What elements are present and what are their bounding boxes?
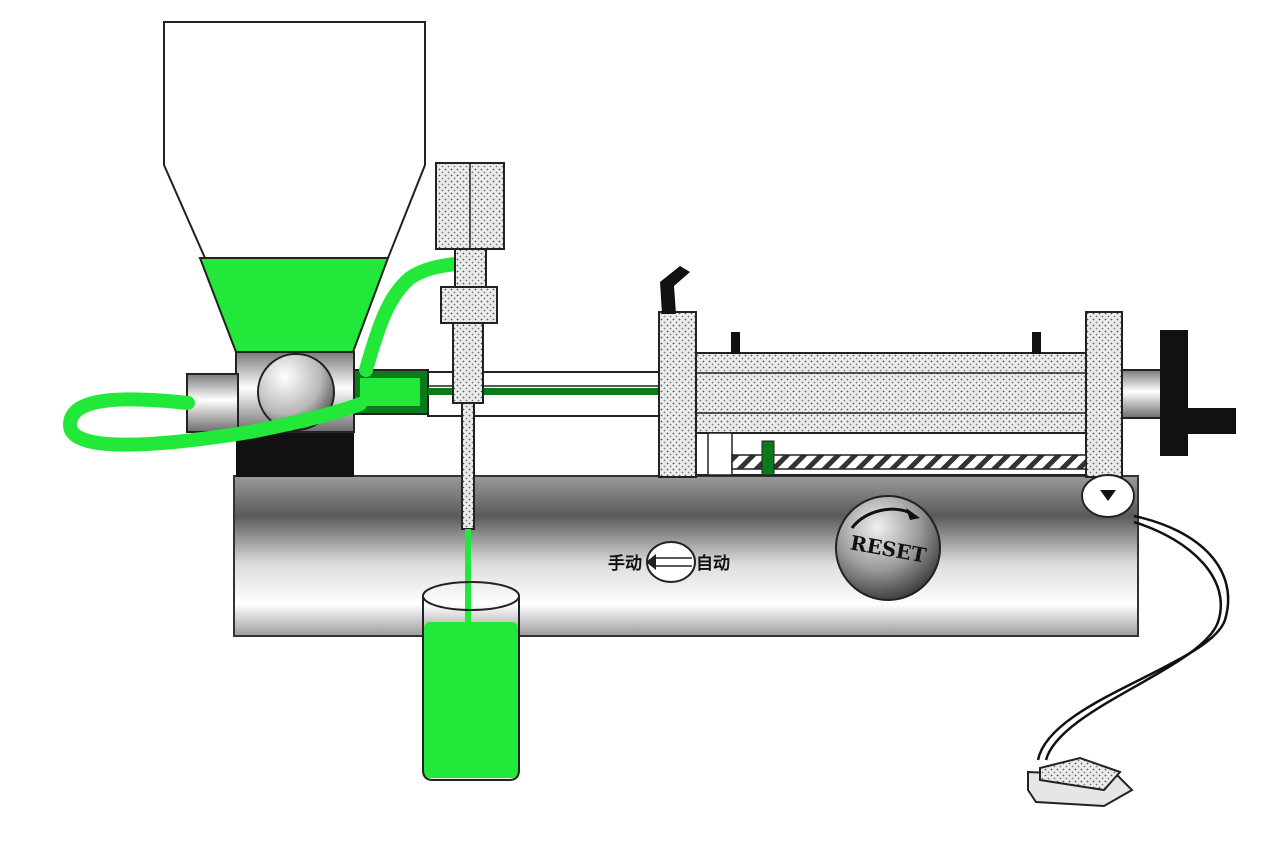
label-manual: 手动 (608, 553, 642, 574)
liquid-stream (465, 529, 471, 629)
hopper-liquid (200, 258, 388, 352)
stroke-indicator (761, 440, 775, 476)
mode-switch[interactable]: 手动 自动 (608, 541, 730, 583)
foot-switch-cable (1036, 514, 1230, 761)
valve-base (236, 431, 354, 477)
cup-liquid (424, 622, 518, 778)
reset-arrow-icon (850, 507, 913, 529)
foot-pedal[interactable] (1027, 756, 1134, 808)
piston-cylinder (658, 266, 1123, 478)
rear-plate (1085, 311, 1123, 478)
handwheel (1121, 330, 1236, 456)
filling-nozzle (435, 162, 505, 530)
plate-lever (660, 266, 690, 314)
feed-hose (359, 257, 462, 377)
nozzle-nut (440, 286, 498, 324)
hopper (163, 21, 426, 353)
nozzle-tip (461, 402, 475, 530)
cup (422, 581, 520, 781)
return-hose (62, 392, 367, 452)
front-plate (658, 311, 697, 478)
reset-button[interactable]: RESET (835, 495, 941, 601)
threaded-rod (731, 454, 1087, 470)
cable-connector (1081, 474, 1135, 518)
label-auto: 自动 (696, 553, 730, 574)
